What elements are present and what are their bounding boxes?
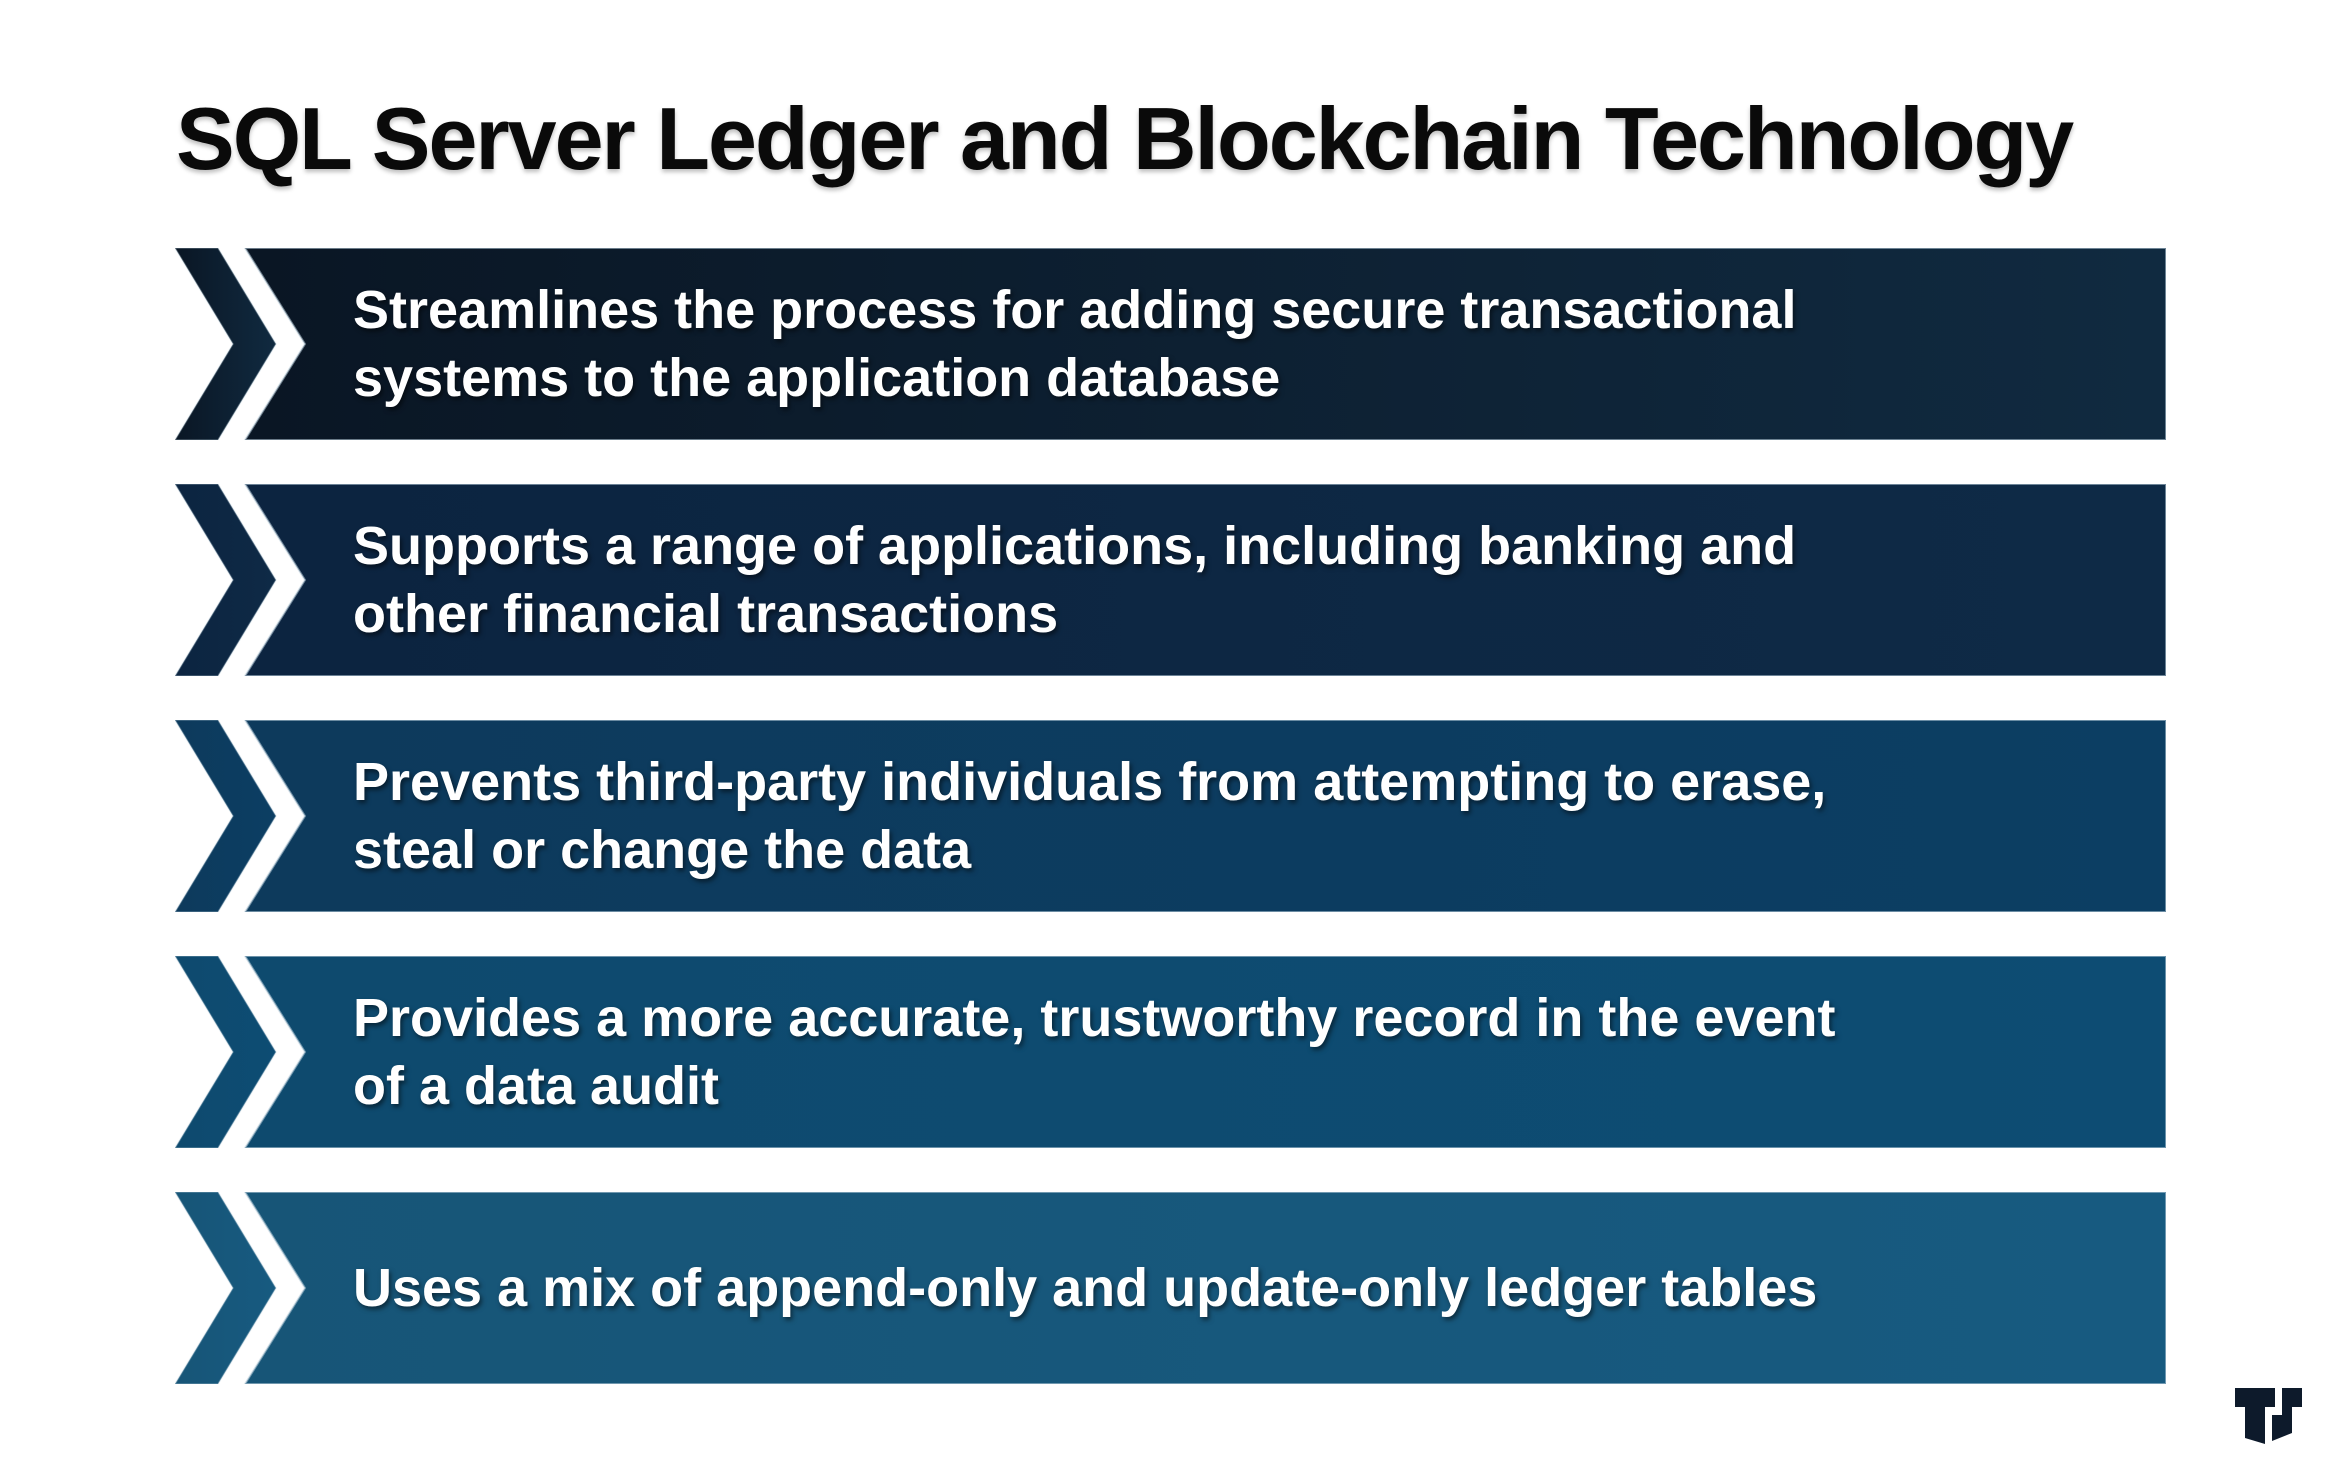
benefit-text: Streamlines the process for adding secur… xyxy=(353,280,1797,408)
benefit-row-4: Provides a more accurate, trustworthy re… xyxy=(175,956,2166,1148)
benefit-text: Uses a mix of append-only and update-onl… xyxy=(353,1258,1818,1318)
chevron-banner-shape xyxy=(175,720,2166,912)
banner-shape xyxy=(243,956,2166,1148)
chevron-banner-shape xyxy=(175,248,2166,440)
logo-left-t xyxy=(2235,1388,2275,1444)
banner-shape xyxy=(243,1192,2166,1384)
chevron-icon xyxy=(175,1192,277,1384)
banner-shape xyxy=(243,720,2166,912)
benefit-text: Provides a more accurate, trustworthy re… xyxy=(353,988,1836,1116)
chevron-banner-shape xyxy=(175,484,2166,676)
chevron-icon xyxy=(175,484,277,676)
benefit-text: Supports a range of applications, includ… xyxy=(353,516,1797,644)
banner-shape xyxy=(243,248,2166,440)
chevron-banner-shape xyxy=(175,1192,2166,1384)
benefit-row-3: Prevents third-party individuals from at… xyxy=(175,720,2166,912)
benefit-row-1: Streamlines the process for adding secur… xyxy=(175,248,2166,440)
logo-right-t xyxy=(2272,1388,2302,1441)
benefit-row-2: Supports a range of applications, includ… xyxy=(175,484,2166,676)
chevron-icon xyxy=(175,720,277,912)
benefit-row-5: Uses a mix of append-only and update-onl… xyxy=(175,1192,2166,1384)
benefit-text: Prevents third-party individuals from at… xyxy=(353,752,1827,880)
page-title: SQL Server Ledger and Blockchain Technol… xyxy=(176,89,2074,188)
chevron-icon xyxy=(175,248,277,440)
techtarget-logo xyxy=(2235,1388,2302,1444)
chevron-icon xyxy=(175,956,277,1148)
chevron-banner-shape xyxy=(175,956,2166,1148)
banner-shape xyxy=(243,484,2166,676)
